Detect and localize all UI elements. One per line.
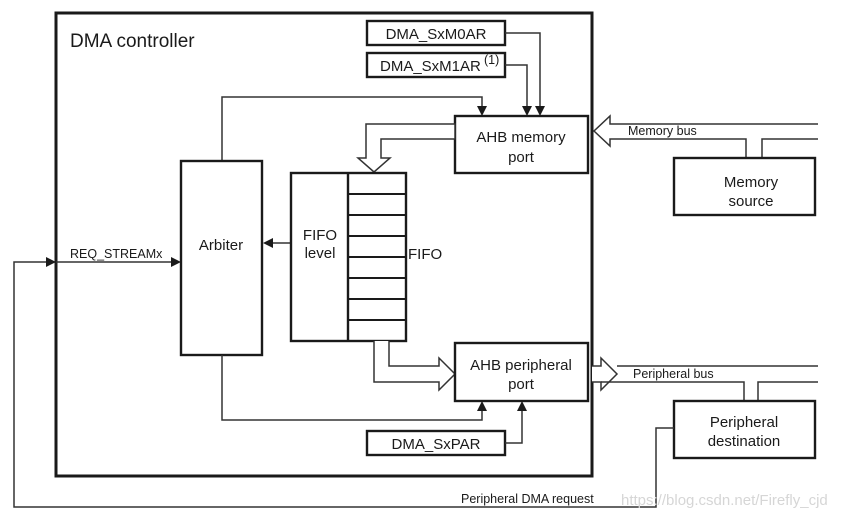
fifo-to-peripheral-port-hollow-arrow xyxy=(373,341,457,392)
register-m1ar-box xyxy=(365,51,507,79)
peripheral-destination-block xyxy=(672,399,817,460)
arbiter-block xyxy=(179,159,264,357)
ahb-memory-port-label-1: AHB memory xyxy=(476,129,566,146)
req-stream-arrowhead xyxy=(171,257,181,267)
register-m0ar-label: DMA_SxM0AR xyxy=(386,26,487,43)
register-par-box xyxy=(365,429,507,457)
memory-source-label-2: source xyxy=(728,193,773,210)
peripheral-destination-label-2: destination xyxy=(708,433,781,450)
fifo-cells xyxy=(348,193,406,321)
arbiter-to-memory-port-line xyxy=(221,96,483,161)
fifo-label: FIFO xyxy=(408,246,442,263)
memory-port-to-fifo-hollow-arrow xyxy=(356,123,456,173)
arbiter-to-peripheral-port-line xyxy=(221,355,483,421)
par-arrowhead xyxy=(517,401,527,411)
arbiter-peripheral-arrowhead xyxy=(477,401,487,411)
dma-controller-title: DMA controller xyxy=(70,31,195,52)
fifo-level-label-2: level xyxy=(305,245,336,262)
arbiter-label: Arbiter xyxy=(199,237,243,254)
register-m0ar-box xyxy=(365,19,507,47)
ahb-memory-port xyxy=(453,114,590,175)
dma-controller-boundary xyxy=(54,11,594,478)
m0ar-arrowhead xyxy=(535,106,545,116)
peripheral-dma-request-label: Peripheral DMA request xyxy=(461,492,594,506)
memory-bus-label: Memory bus xyxy=(628,124,697,138)
memory-source-block xyxy=(672,156,817,217)
fifo-level-arrowhead xyxy=(263,238,273,248)
m1ar-arrowhead xyxy=(522,106,532,116)
ahb-peripheral-port-label-2: port xyxy=(508,376,535,393)
memory-bus-hollow-arrow xyxy=(592,114,818,158)
peripheral-dma-request-arrowhead xyxy=(46,257,56,267)
register-m1ar-footnote: (1) xyxy=(484,53,499,67)
peripheral-bus-lines xyxy=(601,365,818,401)
watermark-text: https://blog.csdn.net/Firefly_cjd xyxy=(621,492,828,509)
register-par-label: DMA_SxPAR xyxy=(392,436,481,453)
register-m1ar-label: DMA_SxM1AR xyxy=(380,58,481,75)
peripheral-bus-label: Peripheral bus xyxy=(633,367,714,381)
fifo-level-label-1: FIFO xyxy=(303,227,337,244)
ahb-peripheral-port-label-1: AHB peripheral xyxy=(470,357,572,374)
m1ar-connector xyxy=(505,64,528,108)
memory-source-label-1: Memory xyxy=(724,174,779,191)
ahb-peripheral-port xyxy=(453,341,590,403)
req-stream-label: REQ_STREAMx xyxy=(70,247,163,261)
arbiter-memory-arrowhead xyxy=(477,106,487,116)
peripheral-bus-arrowhead xyxy=(592,356,619,392)
par-connector xyxy=(505,410,523,444)
peripheral-dma-request-line xyxy=(13,261,674,508)
ahb-memory-port-label-2: port xyxy=(508,149,535,166)
m0ar-connector xyxy=(505,32,541,108)
peripheral-destination-label-1: Peripheral xyxy=(710,414,778,431)
